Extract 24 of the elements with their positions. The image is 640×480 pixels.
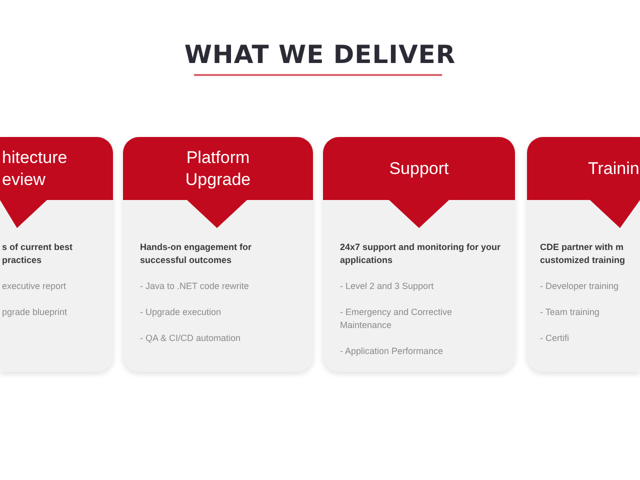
card-description: s of current best practices	[2, 241, 74, 267]
bullet-item: - Java to .NET code rewrite	[140, 280, 249, 293]
bullet-item: - Team training	[540, 306, 600, 319]
card-heading: Platform Upgrade	[184, 146, 252, 190]
card-description: CDE partner with m customized training	[540, 241, 626, 267]
bullet-item: - Level 2 and 3 Support	[340, 280, 434, 293]
card-heading: Support	[389, 158, 449, 180]
bullet-item: pgrade blueprint	[2, 306, 68, 319]
service-card	[527, 137, 640, 372]
bullet-item: - Certifi	[540, 332, 569, 345]
card-heading: hitecture eview	[2, 146, 68, 190]
bullet-item: - Emergency and Corrective Maintenance	[340, 306, 454, 332]
bullet-item: - Application Performance	[340, 345, 444, 358]
card-description: 24x7 support and monitoring for your applications	[340, 241, 502, 267]
bullet-item: - Developer training	[540, 280, 619, 293]
card-heading: Trainin	[588, 158, 640, 180]
service-card	[123, 137, 313, 372]
bullet-item: executive report	[2, 280, 66, 293]
bullet-item: - Upgrade execution	[140, 306, 222, 319]
card-description: Hands-on engagement for successful outcomes	[140, 241, 253, 267]
bullet-item: - QA & CI/CD automation	[140, 332, 241, 345]
service-card	[323, 137, 515, 372]
service-card	[0, 137, 113, 372]
page-title: WHAT WE DELIVER	[184, 40, 456, 69]
